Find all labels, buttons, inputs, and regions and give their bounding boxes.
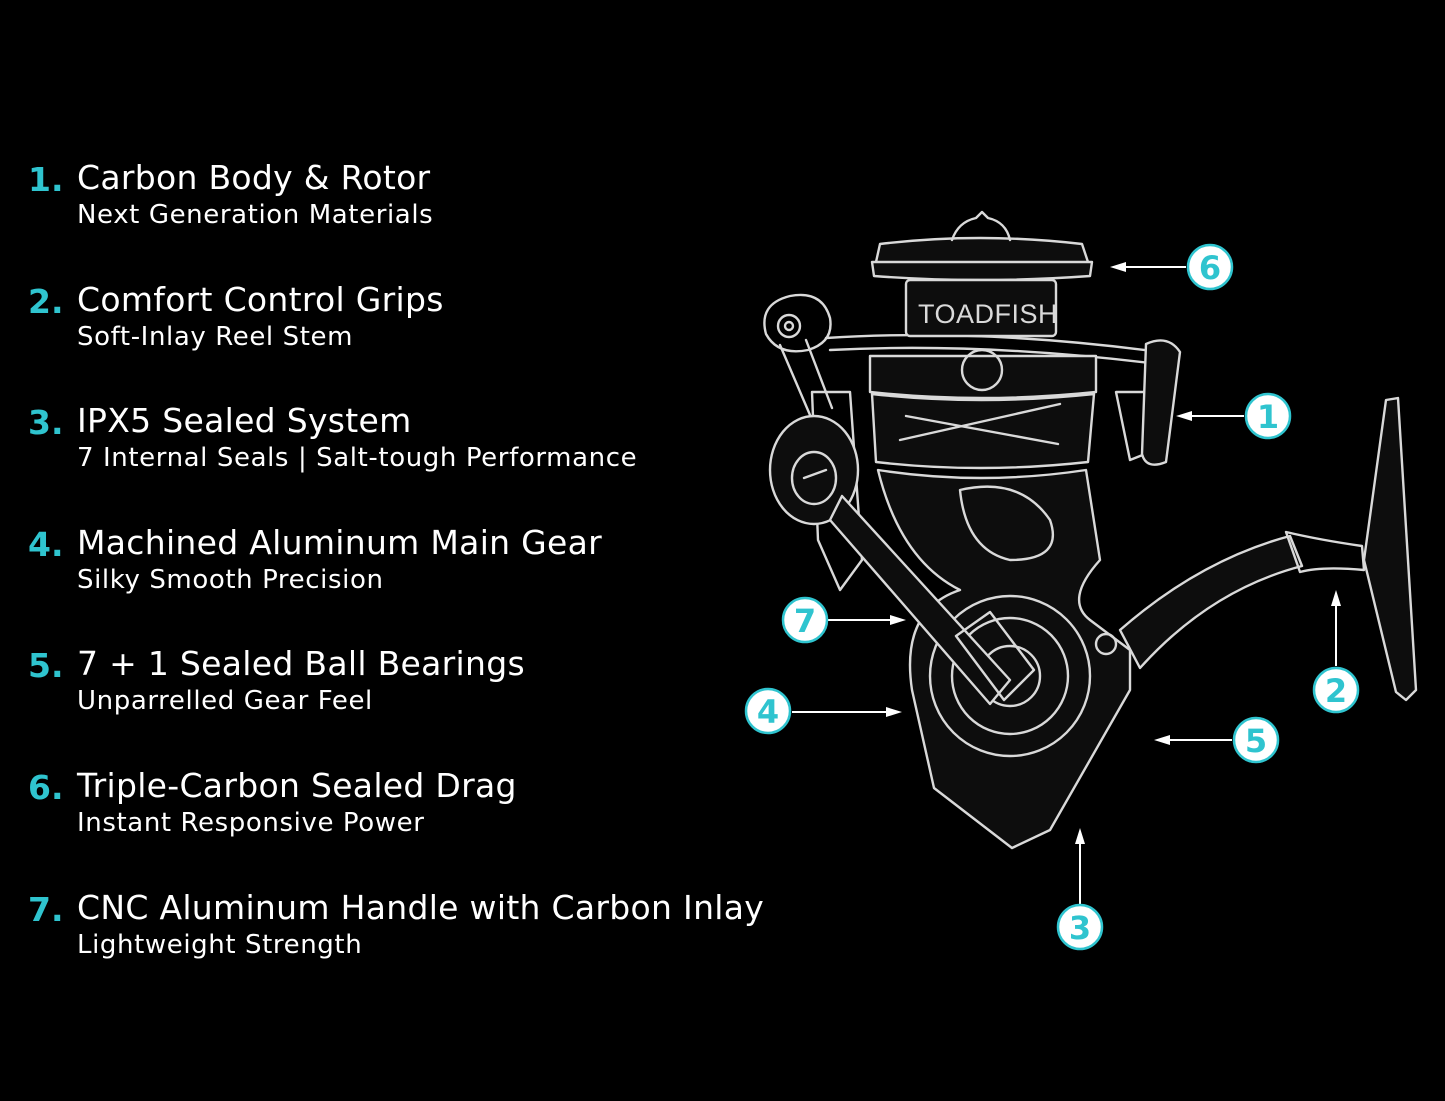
feature-title: Comfort Control Grips (77, 279, 444, 319)
callout-3-badge (1056, 903, 1104, 951)
callout-5-number: 5 (1245, 722, 1267, 760)
callout-5-arrowhead (1154, 735, 1170, 745)
front-handle-slot (802, 468, 828, 480)
feature-number: 1. (28, 160, 64, 199)
front-handle-knob (768, 414, 860, 526)
callout-3-arrowhead (1075, 828, 1085, 844)
feature-title: Machined Aluminum Main Gear (77, 522, 603, 562)
brand-label: TOADFISH (918, 299, 1058, 329)
feature-number: 5. (28, 646, 64, 686)
callout-7: 7 (781, 596, 906, 644)
spool-body (904, 278, 1058, 338)
rotor-cutout (898, 402, 1062, 446)
feature-subtitle: 7 Internal Seals | Salt-tough Performanc… (77, 443, 638, 474)
callout-7-arrowhead (890, 615, 906, 625)
callout-1-badge (1244, 392, 1292, 440)
crank-arm-upper (778, 338, 834, 417)
callout-4-badge (744, 687, 792, 735)
callout-4: 4 (744, 687, 902, 735)
feature-item: 3. IPX5 Sealed System 7 Internal Seals |… (28, 393, 828, 515)
feature-number: 7. (28, 889, 64, 929)
spool-knob (950, 210, 1012, 242)
callout-3: 3 (1056, 828, 1104, 951)
callout-2-number: 2 (1325, 672, 1347, 710)
callout-2: 2 (1312, 590, 1360, 714)
feature-subtitle: Silky Smooth Precision (77, 564, 384, 595)
feature-item: 7. CNC Aluminum Handle with Carbon Inlay… (28, 880, 828, 1002)
callout-7-number: 7 (794, 602, 816, 640)
feature-item: 4. Machined Aluminum Main Gear Silky Smo… (28, 515, 828, 637)
callout-5-badge (1232, 716, 1280, 764)
handle-shaft (828, 494, 1012, 706)
callouts: 6 1 2 7 4 (744, 243, 1360, 951)
feature-number: 4. (28, 524, 64, 564)
side-screw (1094, 632, 1118, 656)
callout-2-arrowhead (1331, 590, 1341, 606)
callout-6-badge (1186, 243, 1234, 291)
handle-knob-pin (783, 320, 795, 332)
feature-title: IPX5 Sealed System (77, 401, 412, 441)
stem-grip (1284, 530, 1366, 574)
feature-subtitle: Instant Responsive Power (77, 807, 425, 838)
line-roller (1140, 339, 1182, 466)
callout-2-badge (1312, 666, 1360, 714)
feature-subtitle: Lightweight Strength (77, 929, 363, 960)
feature-item: 5. 7 + 1 Sealed Ball Bearings Unparrelle… (28, 636, 828, 758)
rotor-screw (960, 348, 1004, 392)
front-handle-cap (790, 450, 838, 506)
callout-3-number: 3 (1069, 909, 1091, 947)
reel-foot (1362, 396, 1418, 702)
callout-6-number: 6 (1199, 249, 1221, 287)
feature-subtitle: Next Generation Materials (77, 200, 434, 230)
feature-item: 1. Carbon Body & Rotor Next Generation M… (28, 150, 828, 272)
feature-subtitle: Soft-Inlay Reel Stem (77, 321, 354, 352)
feature-title: Triple-Carbon Sealed Drag (77, 765, 517, 805)
handle-knob-cap (776, 313, 802, 339)
callout-7-badge (781, 596, 829, 644)
reel-stem (1118, 534, 1304, 670)
callout-1: 1 (1176, 392, 1292, 440)
handle-knob (763, 293, 832, 353)
rotor-cup (868, 354, 1098, 400)
callout-4-arrowhead (886, 707, 902, 717)
feature-item: 6. Triple-Carbon Sealed Drag Instant Res… (28, 758, 828, 880)
callout-5: 5 (1154, 716, 1280, 764)
feature-subtitle: Unparrelled Gear Feel (77, 686, 373, 717)
reel-illustration: TOADFISH (763, 210, 1418, 850)
feature-title: 7 + 1 Sealed Ball Bearings (77, 644, 525, 684)
main-gear-ring (950, 616, 1070, 736)
spool-lip (870, 260, 1094, 282)
feature-list: 1. Carbon Body & Rotor Next Generation M… (28, 150, 828, 1001)
callout-1-number: 1 (1257, 398, 1279, 436)
callout-6: 6 (1110, 243, 1234, 291)
handle-collar (954, 610, 1036, 702)
callout-1-arrowhead (1176, 411, 1192, 421)
feature-number: 3. (28, 403, 64, 443)
callout-6-arrowhead (1110, 262, 1126, 272)
feature-title: Carbon Body & Rotor (77, 158, 431, 197)
feature-title: CNC Aluminum Handle with Carbon Inlay (77, 887, 765, 927)
housing-window (958, 485, 1055, 562)
feature-number: 2. (28, 281, 64, 321)
feature-item: 2. Comfort Control Grips Soft-Inlay Reel… (28, 272, 828, 394)
callout-4-number: 4 (757, 693, 779, 731)
feature-number: 6. (28, 767, 64, 807)
